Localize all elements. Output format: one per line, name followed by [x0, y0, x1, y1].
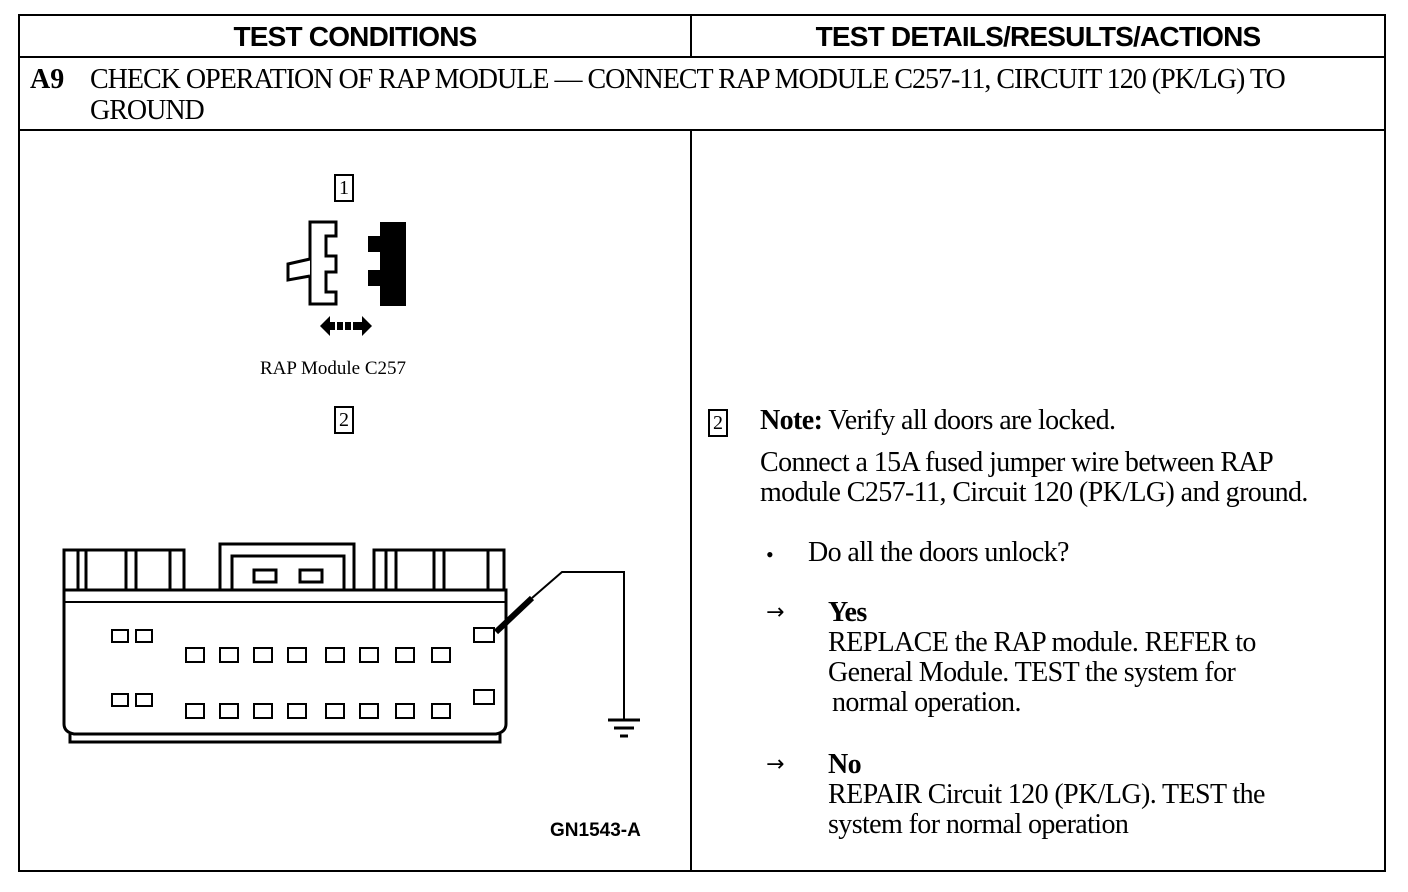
no-action-line-2: system for normal operation: [828, 809, 1129, 840]
instruction-line-2: module C257-11, Circuit 120 (PK/LG) and …: [760, 477, 1308, 508]
step-divider: [20, 129, 1384, 131]
yes-action-line-1: REPLACE the RAP module. REFER to: [828, 627, 1256, 658]
test-table: TEST CONDITIONS TEST DETAILS/RESULTS/ACT…: [18, 14, 1386, 872]
note-label: Note:: [760, 405, 823, 436]
header-test-conditions: TEST CONDITIONS: [233, 21, 477, 52]
header-column-divider: [690, 16, 692, 56]
note-text: Verify all doors are locked.: [828, 405, 1116, 436]
no-action-line-1: REPAIR Circuit 120 (PK/LG). TEST the: [828, 779, 1265, 810]
header-test-details: TEST DETAILS/RESULTS/ACTIONS: [815, 21, 1262, 52]
connector-half-solid-icon: [368, 222, 406, 306]
note-line: Note: Verify all doors are locked.: [760, 405, 1116, 436]
body-column-divider: [690, 129, 692, 870]
instruction-line-1: Connect a 15A fused jumper wire between …: [760, 447, 1274, 478]
step-box-2-right: 2: [708, 409, 728, 437]
connector-disconnect-icon: [286, 220, 406, 336]
question-text: Do all the doors unlock?: [808, 537, 1069, 568]
no-arrow-icon: →: [766, 752, 785, 777]
step-box-2-left: 2: [334, 406, 354, 434]
figure-code: GN1543-A: [550, 820, 641, 841]
no-label: No: [828, 749, 862, 780]
yes-action-line-3: normal operation.: [832, 687, 1021, 718]
bullet-icon: •: [766, 542, 774, 567]
step-id: A9: [30, 64, 65, 95]
yes-label: Yes: [828, 597, 867, 628]
connector-half-outline-icon: [308, 220, 338, 306]
jumper-wire-icon: [531, 571, 625, 720]
c257-connector-face-icon: [62, 542, 640, 744]
ground-symbol-icon: [608, 718, 640, 738]
step-title: CHECK OPERATION OF RAP MODULE — CONNECT …: [90, 64, 1286, 126]
header-divider: [20, 56, 1384, 58]
yes-arrow-icon: →: [766, 600, 785, 625]
step-box-1: 1: [334, 174, 354, 202]
double-arrow-icon: [320, 316, 372, 336]
probe-icon: [493, 595, 535, 635]
connector-label: RAP Module C257: [260, 358, 407, 379]
yes-action-line-2: General Module. TEST the system for: [828, 657, 1236, 688]
connector-latch-icon: [286, 257, 311, 282]
